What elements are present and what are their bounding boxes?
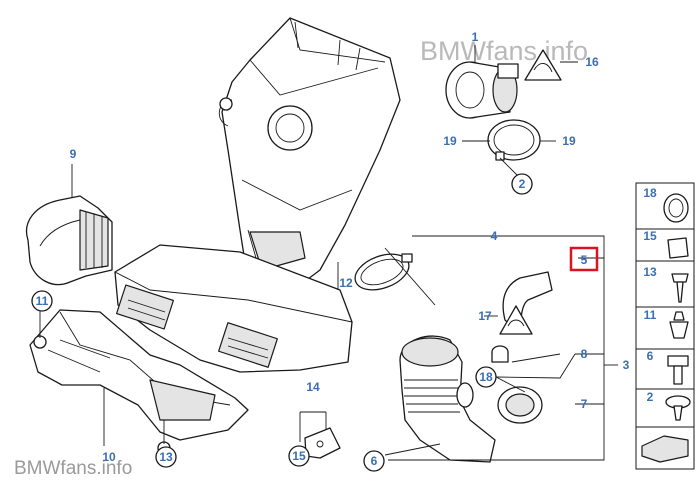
label-12: 12 — [339, 276, 353, 290]
side-label-13: 13 — [643, 265, 657, 279]
side-label-18: 18 — [643, 186, 657, 200]
label-1: 1 — [472, 30, 479, 44]
label-18: 18 — [479, 370, 493, 384]
air-mass-meter — [445, 61, 519, 119]
intake-snorkel-9 — [26, 195, 113, 286]
label-8: 8 — [581, 347, 588, 361]
air-filter-housing — [218, 17, 401, 286]
circle-11 — [31, 290, 53, 312]
callout-labels: 1 16 19 19 2 9 4 5 12 11 17 8 18 3 7 14 … — [31, 30, 657, 472]
label-14: 14 — [306, 380, 320, 394]
hose-clamp-ring — [354, 253, 413, 291]
watermark-bottom: BMWfans.info — [14, 458, 132, 479]
side-label-2: 2 — [647, 390, 654, 404]
label-10: 10 — [102, 450, 116, 464]
circle-2 — [511, 173, 533, 195]
intake-boot-6 — [399, 335, 496, 463]
label-2: 2 — [519, 177, 526, 191]
watermark-top: BMWfans.info — [420, 36, 588, 66]
air-duct-12 — [114, 244, 353, 373]
seal-7 — [497, 386, 543, 424]
label-13: 13 — [159, 450, 173, 464]
label-3: 3 — [623, 358, 630, 372]
label-17: 17 — [478, 309, 492, 323]
lower-duct-10 — [29, 309, 249, 455]
leader-lines — [39, 45, 618, 461]
label-15: 15 — [292, 449, 306, 463]
label-5: 5 — [581, 253, 588, 267]
side-label-11: 11 — [644, 308, 657, 322]
fastener-panel — [635, 182, 695, 470]
label-19-right: 19 — [562, 134, 576, 148]
side-label-15: 15 — [643, 229, 657, 243]
sticker-warning-17 — [499, 305, 533, 335]
highlight-box-5 — [569, 246, 599, 272]
hose-clamp-19 — [487, 119, 541, 161]
circle-6 — [363, 450, 385, 472]
label-11: 11 — [36, 294, 49, 308]
label-19-left: 19 — [443, 134, 457, 148]
panel-cell-13 — [635, 260, 695, 308]
panel-cell-2 — [635, 388, 695, 428]
panel-cell-6 — [635, 348, 695, 390]
circle-18 — [475, 366, 497, 388]
label-7: 7 — [581, 397, 588, 411]
label-6: 6 — [371, 454, 378, 468]
label-4: 4 — [491, 229, 498, 243]
arrow-icon — [641, 435, 689, 463]
holder-14 — [304, 427, 341, 459]
side-label-6: 6 — [647, 349, 654, 363]
circle-15 — [288, 445, 310, 467]
circle-13 — [155, 446, 177, 468]
label-9: 9 — [70, 147, 77, 161]
grommet-18 — [491, 345, 509, 363]
label-16: 16 — [585, 55, 599, 69]
sticker-warning-16 — [524, 49, 562, 81]
